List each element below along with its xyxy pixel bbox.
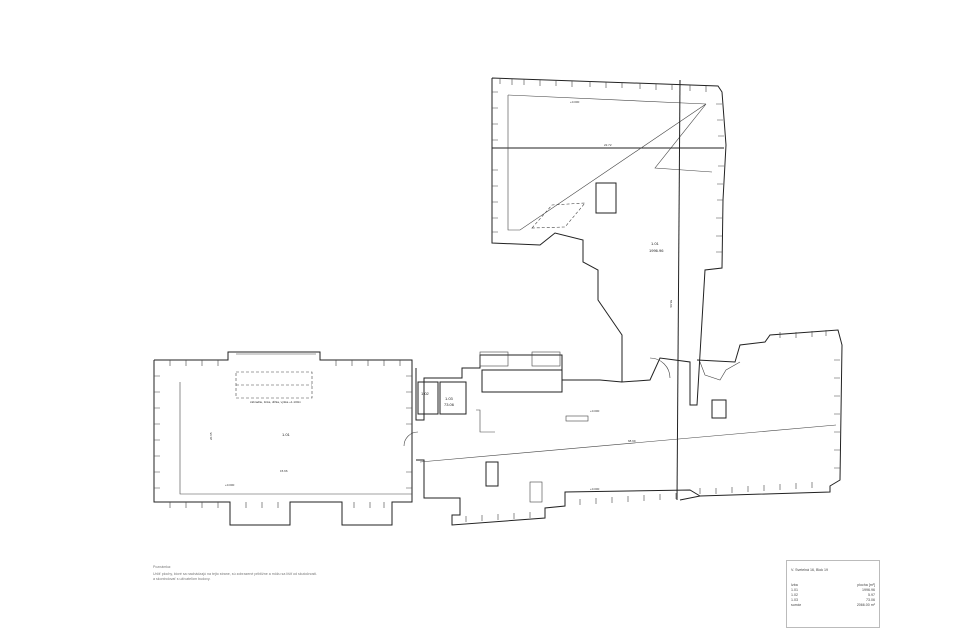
room-103-box [439, 381, 467, 415]
east-wing-inner-line [699, 361, 741, 381]
legend-table: Izba plocha [m²] 1.01 1996.96 1.02 5.97 … [791, 583, 875, 608]
north-wing-wall-ticks [492, 78, 724, 253]
north-wing-stair [531, 202, 586, 229]
level-mark-corridor: +0.000 [590, 409, 600, 413]
corridor-column [485, 461, 499, 487]
west-block-wall-ticks [154, 360, 412, 508]
room-103-area: 73.06 [444, 402, 455, 407]
notes-heading: Poznámka: [153, 565, 171, 569]
bench [565, 415, 589, 422]
dim-corridor: 68.99 [628, 439, 636, 443]
corridor-wall-top [415, 354, 623, 421]
north-wing-zigzag [507, 95, 713, 231]
dim-left-width: 15.66 [280, 469, 288, 473]
counter-top-2 [531, 351, 561, 367]
level-mark-north: +0.000 [570, 100, 580, 104]
legend-room: 1.03 [791, 598, 798, 602]
room-101-number: 1.01 [651, 241, 660, 246]
room-102-box [417, 381, 439, 415]
corridor-partition [476, 409, 495, 433]
west-block-inner [179, 382, 412, 495]
legend-total-label: sumár [791, 603, 801, 607]
legend-header-row: Izba plocha [m²] [791, 583, 875, 588]
dim-left-height: 20.65 [209, 432, 213, 440]
legend-col-room: Izba [791, 583, 798, 587]
dim-wing-width: 22.72 [604, 143, 612, 147]
level-mark-west: +0.000 [225, 483, 235, 487]
north-wing-column [595, 182, 617, 214]
legend-room: 1.02 [791, 593, 798, 597]
legend-area: 5.97 [868, 593, 875, 597]
north-wing-diagonal [507, 94, 707, 105]
railing-note: zábradlie, šírka, dĺžka, výška +1.100m [250, 399, 301, 404]
legend-col-area: plocha [m²] [857, 583, 875, 587]
plan-notes: Poznámka: Určiť plochy, ktoré sa nachádz… [153, 565, 363, 582]
legend-row: 1.03 73.06 [791, 598, 875, 603]
level-mark-south: +0.000 [590, 487, 600, 491]
legend-area: 73.06 [866, 598, 875, 602]
north-wing-wall [491, 77, 727, 406]
counter-block [481, 369, 563, 393]
room-102-number: 1.02 [421, 391, 430, 396]
legend-room: 1.01 [791, 588, 798, 592]
east-wing-wall [679, 329, 843, 501]
area-legend: V. Svetelná 16, Blok 19 Izba plocha [m²]… [786, 560, 880, 628]
room-103-number: 1.03 [445, 396, 454, 401]
west-block-wall [153, 351, 413, 526]
door-box [529, 481, 543, 503]
legend-total-value: 2066.00 m² [856, 603, 875, 607]
door-swing-mid [649, 357, 671, 379]
east-wing-wall-ticks [699, 330, 840, 494]
corridor-diagonal [419, 424, 837, 463]
counter-top [479, 351, 509, 367]
legend-row: 1.01 1996.96 [791, 588, 875, 593]
legend-area: 1996.96 [862, 588, 875, 592]
legend-total-row: sumár 2066.00 m² [791, 603, 875, 608]
legend-row: 1.02 5.97 [791, 593, 875, 598]
dim-wing-vertical: 55.86 [669, 300, 673, 308]
vertical-grid-line [676, 79, 681, 501]
legend-title: V. Svetelná 16, Blok 19 [791, 568, 829, 572]
door-swing-left [403, 431, 419, 447]
corridor-wall-ticks [465, 493, 677, 522]
notes-line-1: Určiť plochy, ktoré sa nachádzajú na tej… [153, 572, 318, 576]
notes-line-2: a skontrolovať s užívateľom budovy. [153, 577, 211, 581]
corridor-wall-bottom [416, 459, 701, 526]
room-101-area: 1996.96 [649, 248, 664, 253]
west-room-number: 1.01 [282, 432, 291, 437]
east-wing-column [711, 399, 727, 419]
